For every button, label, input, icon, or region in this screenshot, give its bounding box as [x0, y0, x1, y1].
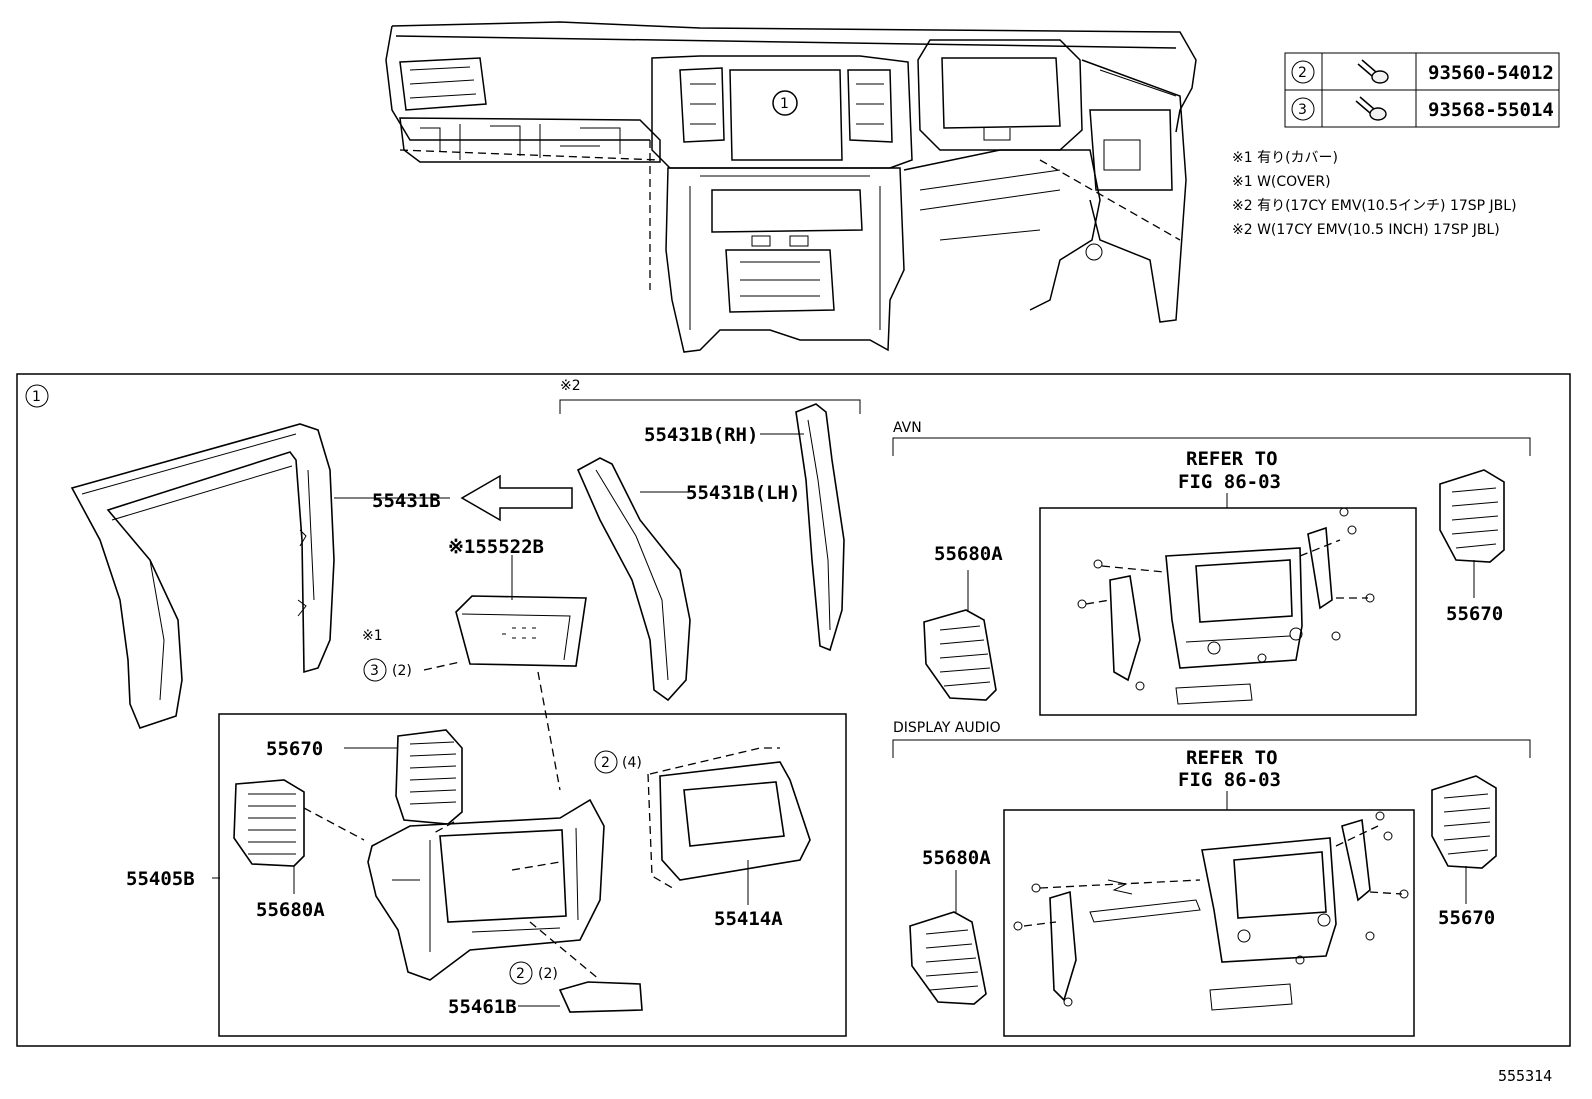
svg-text:1: 1 [32, 389, 41, 405]
display-audio-refer-line2: FIG 86-03 [1178, 769, 1281, 791]
vent-55680a-drawing [233, 779, 305, 867]
trim-rh-drawing [795, 403, 845, 652]
bolt-icon [1357, 59, 1389, 84]
cover-55522b-drawing [455, 595, 587, 667]
avn-refer-line1: REFER TO [1186, 448, 1278, 470]
display-audio-title: DISPLAY AUDIO [893, 720, 1001, 736]
avn-head-unit-drawing [1077, 507, 1375, 705]
note-line: ※1 W(COVER) [1232, 174, 1331, 190]
avn-refer-box [1039, 507, 1417, 716]
inner-assembly-box [218, 713, 847, 1037]
display-audio-vent-right-drawing [1431, 775, 1497, 869]
note-line: ※2 W(17CY EMV(10.5 INCH) 17SP JBL) [1232, 222, 1500, 238]
label-55461b: 55461B [448, 996, 517, 1018]
display-audio-right-part: 55670 [1438, 907, 1495, 929]
label-55414a: 55414A [714, 908, 783, 930]
note2-marker: ※2 [560, 378, 581, 394]
display-audio-left-part: 55680A [922, 847, 991, 869]
part-55461b-drawing [558, 981, 643, 1013]
figure-number: 555314 [1498, 1067, 1552, 1085]
table-part-number: 93560-54012 [1428, 62, 1554, 84]
fastener2a-qty: (4) [622, 755, 642, 771]
direction-arrow [460, 474, 573, 522]
avn-vent-right-drawing [1439, 469, 1505, 563]
bolt-icon [1355, 96, 1387, 121]
table-row-ref: 3 [1298, 102, 1307, 118]
avn-left-part: 55680A [934, 543, 1003, 565]
label-55431b-rh: 55431B(RH) [644, 424, 758, 446]
dashboard-overview-drawing: 1 [385, 21, 1197, 353]
avn-refer-line2: FIG 86-03 [1178, 471, 1281, 493]
display-audio-refer-line1: REFER TO [1186, 747, 1278, 769]
vent-55670-drawing [395, 729, 463, 825]
fastener3-qty: (2) [392, 663, 412, 679]
label-55431b-lh: 55431B(LH) [686, 482, 800, 504]
trim-55414a-drawing [659, 761, 811, 881]
label-55431b: 55431B [372, 490, 441, 512]
display-audio-vent-left-drawing [909, 911, 987, 1005]
trim-lh-drawing [576, 457, 691, 702]
table-part-number: 93568-55014 [1428, 99, 1554, 121]
fastener2b-qty: (2) [538, 966, 558, 982]
label-55670: 55670 [266, 738, 323, 760]
note1-marker: ※1 [362, 628, 383, 644]
note-line: ※1 有り(カバー) [1232, 150, 1338, 166]
table-row-ref: 2 [1298, 65, 1307, 81]
fastener-table: 2 3 93560-54012 93568-55014 [1284, 52, 1560, 128]
detail-frame [16, 373, 1571, 1047]
label-55680a: 55680A [256, 899, 325, 921]
overview-callout-label: 1 [780, 96, 789, 112]
display-audio-refer-box [1003, 809, 1415, 1037]
note-line: ※2 有り(17CY EMV(10.5インチ) 17SP JBL) [1232, 198, 1517, 214]
display-audio-head-unit-drawing [1013, 811, 1409, 1011]
notes-block: ※1 有り(カバー) ※1 W(COVER) ※2 有り(17CY EMV(10… [1232, 150, 1517, 238]
panel-55405b-drawing [367, 798, 605, 981]
avn-right-part: 55670 [1446, 603, 1503, 625]
fastener2a-ref: 2 [601, 755, 610, 771]
detail-callout: 1 [25, 384, 49, 408]
trim-frame-drawing [70, 423, 335, 729]
avn-vent-left-drawing [923, 609, 997, 701]
fastener2b-ref: 2 [516, 966, 525, 982]
label-55405b: 55405B [126, 868, 195, 890]
avn-title: AVN [893, 420, 922, 436]
fastener3-ref: 3 [370, 663, 379, 679]
label-55522b: ※155522B [448, 536, 544, 558]
